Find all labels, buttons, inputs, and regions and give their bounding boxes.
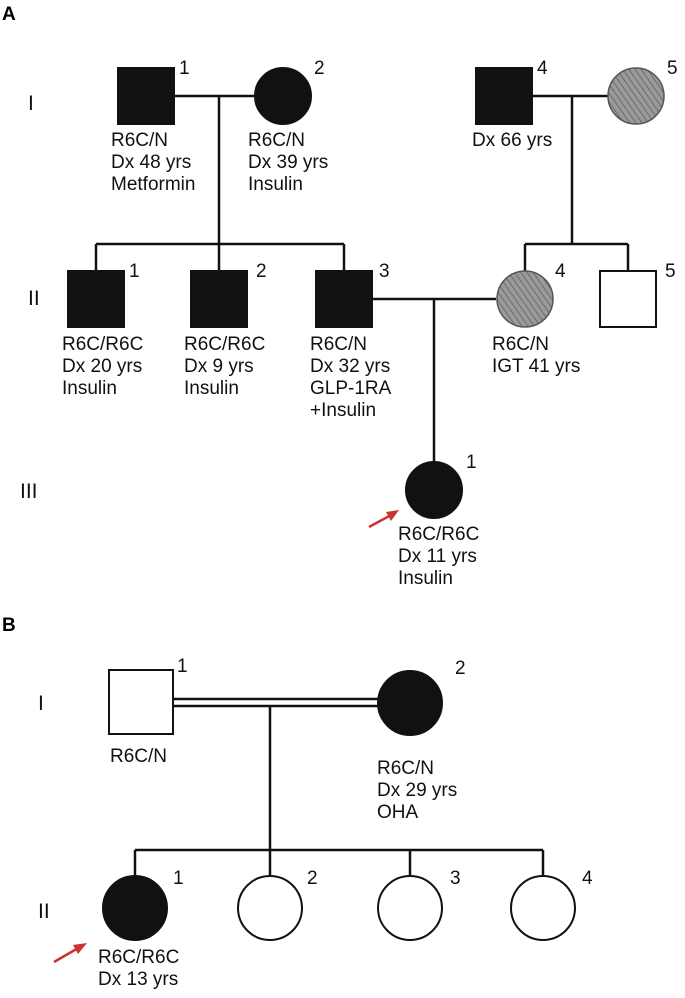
individual-label-line: R6C/N: [492, 334, 549, 355]
individual-label-line: Insulin: [248, 174, 303, 195]
affected-female-symbol: [254, 67, 312, 125]
hatched-female-symbol: [607, 67, 665, 125]
individual-label-line: Dx 48 yrs: [111, 152, 191, 173]
individual-a-i1: 1 R6C/N Dx 48 yrs Metformin: [111, 58, 195, 195]
individual-label-line: Dx 39 yrs: [248, 152, 328, 173]
individual-label-line: IGT 41 yrs: [492, 356, 580, 377]
individual-number: 2: [314, 58, 325, 79]
pedigree-b-lines: [133, 697, 545, 876]
pedigree-a-lines: [94, 94, 630, 462]
individual-a-i5: 5: [607, 58, 678, 125]
individual-number: 5: [667, 58, 678, 79]
individual-b-i1: 1 R6C/N: [108, 656, 188, 767]
individual-label-line: Insulin: [398, 568, 453, 589]
generation-label-a-3: III: [20, 480, 38, 503]
individual-label-line: R6C/N: [111, 130, 168, 151]
individual-label-line: Dx 66 yrs: [472, 130, 552, 151]
individual-a-ii5: 5: [599, 261, 676, 328]
individual-a-ii1: 1 R6C/R6C Dx 20 yrs Insulin: [62, 261, 143, 399]
individual-number: 1: [177, 656, 188, 677]
individual-a-i4: 4 Dx 66 yrs: [472, 58, 552, 151]
unaffected-female-symbol: [377, 875, 443, 941]
individual-label-line: R6C/R6C: [98, 947, 179, 968]
unaffected-male-symbol: [599, 270, 657, 328]
generation-label-b-2: II: [38, 900, 50, 923]
individual-label-line: Insulin: [62, 378, 117, 399]
unaffected-female-symbol: [237, 875, 303, 941]
individual-label-line: Dx 11 yrs: [398, 546, 477, 567]
affected-male-symbol: [67, 270, 125, 328]
individual-a-i2: 2 R6C/N Dx 39 yrs Insulin: [248, 58, 328, 195]
individual-label-line: Metformin: [111, 174, 195, 195]
panel-label-a: A: [2, 4, 16, 25]
affected-female-symbol: [377, 670, 443, 736]
generation-label-a-2: II: [28, 287, 40, 310]
affected-male-symbol: [315, 270, 373, 328]
affected-male-symbol: [475, 67, 533, 125]
affected-male-symbol: [190, 270, 248, 328]
individual-number: 4: [555, 261, 566, 282]
unaffected-male-symbol: [108, 669, 174, 735]
individual-number: 1: [129, 261, 140, 282]
individual-a-iii1: 1 R6C/R6C Dx 11 yrs Insulin: [368, 452, 479, 589]
individual-label-line: Dx 29 yrs: [377, 780, 457, 801]
individual-number: 1: [466, 452, 477, 473]
individual-a-ii2: 2 R6C/R6C Dx 9 yrs Insulin: [184, 261, 267, 399]
hatched-female-symbol: [496, 270, 554, 328]
individual-number: 2: [307, 868, 318, 889]
individual-number: 5: [665, 261, 676, 282]
individual-b-i2: 2 R6C/N Dx 29 yrs OHA: [377, 658, 466, 823]
individual-label-line: R6C/N: [248, 130, 305, 151]
individual-a-ii3: 3 R6C/N Dx 32 yrs GLP-1RA +Insulin: [310, 261, 392, 421]
individual-label-line: Dx 32 yrs: [310, 356, 390, 377]
individual-b-ii1: 1 R6C/R6C Dx 13 yrs: [53, 868, 184, 990]
individual-b-ii4: 4: [510, 868, 593, 941]
individual-label-line: Dx 9 yrs: [184, 356, 254, 377]
individual-b-ii3: 3: [377, 868, 461, 941]
individual-number: 1: [173, 868, 184, 889]
individual-label-line: R6C/N: [110, 746, 167, 767]
individual-label-line: R6C/N: [310, 334, 367, 355]
individual-number: 2: [256, 261, 267, 282]
individual-number: 2: [455, 658, 466, 679]
individual-label-line: Insulin: [184, 378, 239, 399]
generation-label-b-1: I: [38, 692, 44, 715]
individual-number: 4: [582, 868, 593, 889]
individual-b-ii2: 2: [237, 868, 318, 941]
panel-label-b: B: [2, 615, 16, 636]
individual-label-line: R6C/R6C: [398, 524, 479, 545]
individual-label-line: R6C/N: [377, 758, 434, 779]
proband-arrow-icon: [53, 943, 87, 964]
individual-number: 4: [537, 58, 548, 79]
individual-label-line: GLP-1RA: [310, 378, 392, 399]
unaffected-female-symbol: [510, 875, 576, 941]
proband-arrow-icon: [368, 510, 399, 529]
affected-female-symbol: [405, 461, 463, 519]
affected-male-symbol: [117, 67, 175, 125]
affected-female-symbol: [102, 875, 168, 941]
individual-label-line: +Insulin: [310, 400, 376, 421]
individual-label-line: OHA: [377, 802, 419, 823]
individual-label-line: Dx 20 yrs: [62, 356, 142, 377]
individual-label-line: Dx 13 yrs: [98, 969, 178, 990]
individual-label-line: R6C/R6C: [62, 334, 143, 355]
individual-label-line: R6C/R6C: [184, 334, 265, 355]
generation-label-a-1: I: [28, 92, 34, 115]
individual-number: 3: [450, 868, 461, 889]
individual-a-ii4: 4 R6C/N IGT 41 yrs: [492, 261, 580, 377]
individual-number: 3: [379, 261, 390, 282]
individual-number: 1: [179, 58, 190, 79]
